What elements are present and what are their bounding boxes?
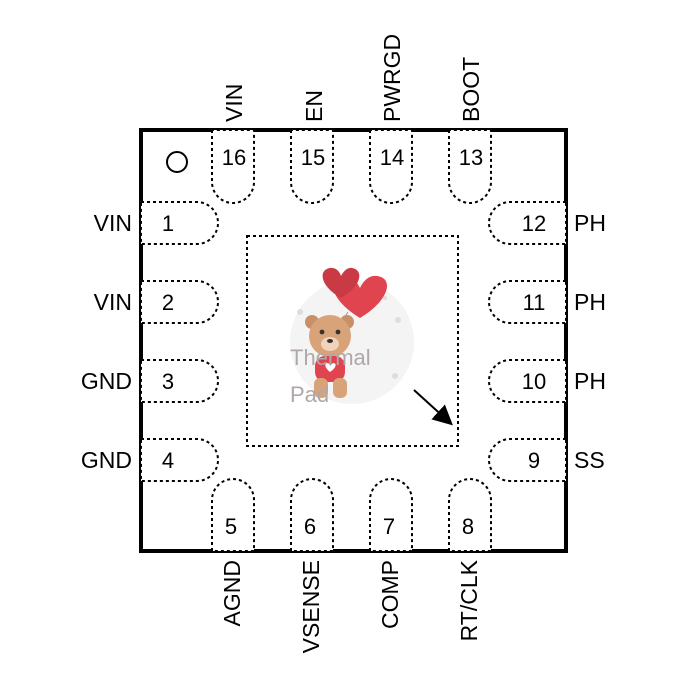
pin-number-3: 3 (162, 369, 174, 394)
pin-number-14: 14 (380, 145, 404, 170)
pin-number-1: 1 (162, 211, 174, 236)
pin-label-13: BOOT (458, 57, 484, 122)
pin-pad-13 (448, 129, 492, 204)
pin-number-15: 15 (301, 145, 325, 170)
pin-number-2: 2 (162, 290, 174, 315)
teddy-bear-icon (290, 267, 414, 404)
pin-pad-16 (211, 129, 255, 204)
pin-pad-8 (448, 478, 492, 552)
pin-number-13: 13 (459, 145, 483, 170)
pin-number-5: 5 (225, 514, 237, 539)
arrow-icon (413, 389, 453, 426)
pin1-marker-icon (166, 151, 188, 173)
pin-label-7: COMP (377, 560, 403, 629)
pin-pad-14 (369, 129, 413, 204)
pin-pad-1 (140, 201, 219, 245)
pin-label-12: PH (574, 210, 606, 236)
pin-pad-10 (488, 359, 567, 403)
pin-number-12: 12 (522, 211, 546, 236)
pin-number-9: 9 (528, 448, 540, 473)
pin-pad-6 (290, 478, 334, 552)
pin-label-14: PWRGD (379, 34, 405, 122)
pin-pad-9 (488, 438, 567, 482)
pin-pad-3 (140, 359, 219, 403)
pin-label-16: VIN (221, 84, 247, 122)
pin-label-3: GND (81, 368, 132, 394)
pin-label-15: EN (301, 90, 327, 122)
pin-label-4: GND (81, 447, 132, 473)
pin-label-8: RT/CLK (456, 559, 482, 641)
pin-label-10: PH (574, 368, 606, 394)
pin-pad-12 (488, 201, 567, 245)
pin-number-8: 8 (462, 514, 474, 539)
pin-number-11: 11 (523, 290, 546, 315)
pin-number-16: 16 (222, 145, 246, 170)
pin-label-9: SS (574, 447, 605, 473)
pin-number-10: 10 (522, 369, 546, 394)
pin-pad-7 (369, 478, 413, 552)
pin-number-7: 7 (383, 514, 395, 539)
thermal-pad-label-line2: Pad (290, 382, 329, 407)
pin-number-6: 6 (304, 514, 316, 539)
pin-pad-4 (140, 438, 219, 482)
pin-label-2: VIN (94, 289, 132, 315)
pin-label-5: AGND (219, 560, 245, 626)
pin-pad-5 (211, 478, 255, 552)
pin-pad-15 (290, 129, 334, 204)
pin-pad-11 (488, 280, 567, 324)
pin-pad-2 (140, 280, 219, 324)
pin-label-11: PH (574, 289, 606, 315)
pin-label-1: VIN (94, 210, 132, 236)
thermal-pad-label-line1: Thermal (290, 345, 371, 370)
pin-number-4: 4 (162, 448, 174, 473)
pin-label-6: VSENSE (298, 560, 324, 653)
